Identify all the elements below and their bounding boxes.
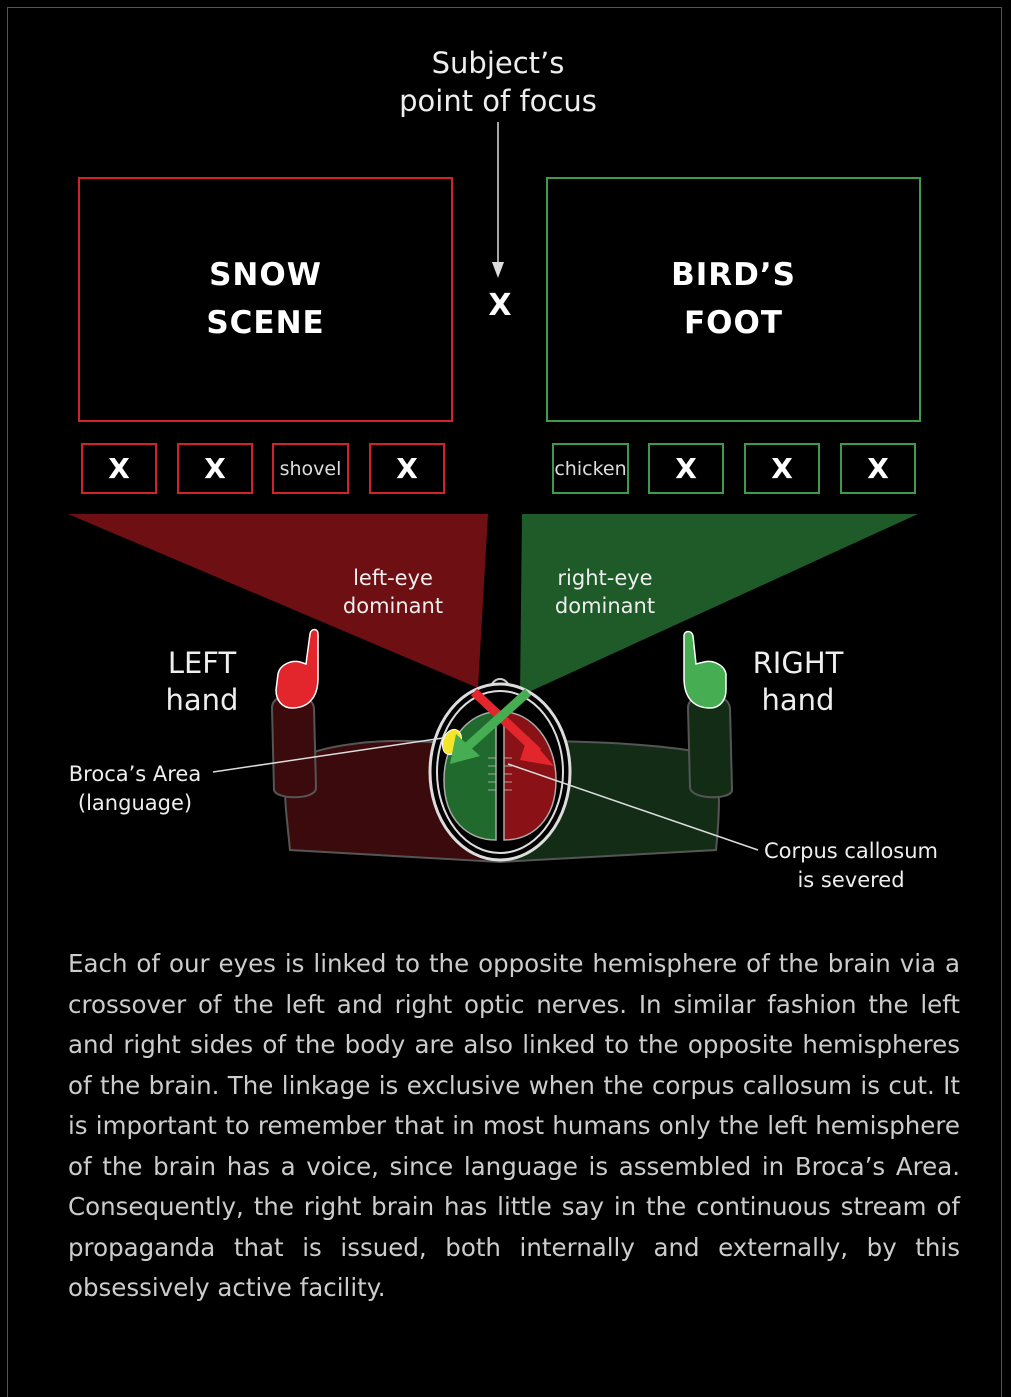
right-choice-3: X bbox=[744, 443, 820, 494]
right-eye-label: right-eye dominant bbox=[535, 564, 675, 620]
right-arm bbox=[688, 695, 732, 798]
broca-label: Broca’s Area (language) bbox=[55, 760, 215, 818]
left-arm bbox=[272, 695, 316, 798]
callosum-label: Corpus callosum is severed bbox=[748, 837, 954, 895]
right-hand-pointing bbox=[684, 632, 726, 709]
left-hand-pointing bbox=[276, 630, 318, 709]
focus-arrow-head bbox=[492, 262, 504, 278]
left-choice-2: X bbox=[177, 443, 253, 494]
left-choice-4: X bbox=[369, 443, 445, 494]
left-eye-label: left-eye dominant bbox=[323, 564, 463, 620]
left-choice-shovel: shovel bbox=[272, 443, 349, 494]
explanation-paragraph: Each of our eyes is linked to the opposi… bbox=[68, 944, 960, 1309]
focus-label: Subject’s point of focus bbox=[398, 44, 598, 120]
right-choice-4: X bbox=[840, 443, 916, 494]
right-hand-label: RIGHT hand bbox=[738, 645, 858, 719]
focus-marker: X bbox=[480, 288, 520, 323]
right-choice-2: X bbox=[648, 443, 724, 494]
left-choice-1: X bbox=[81, 443, 157, 494]
left-hand-label: LEFT hand bbox=[142, 645, 262, 719]
right-choice-chicken: chicken bbox=[552, 443, 629, 494]
